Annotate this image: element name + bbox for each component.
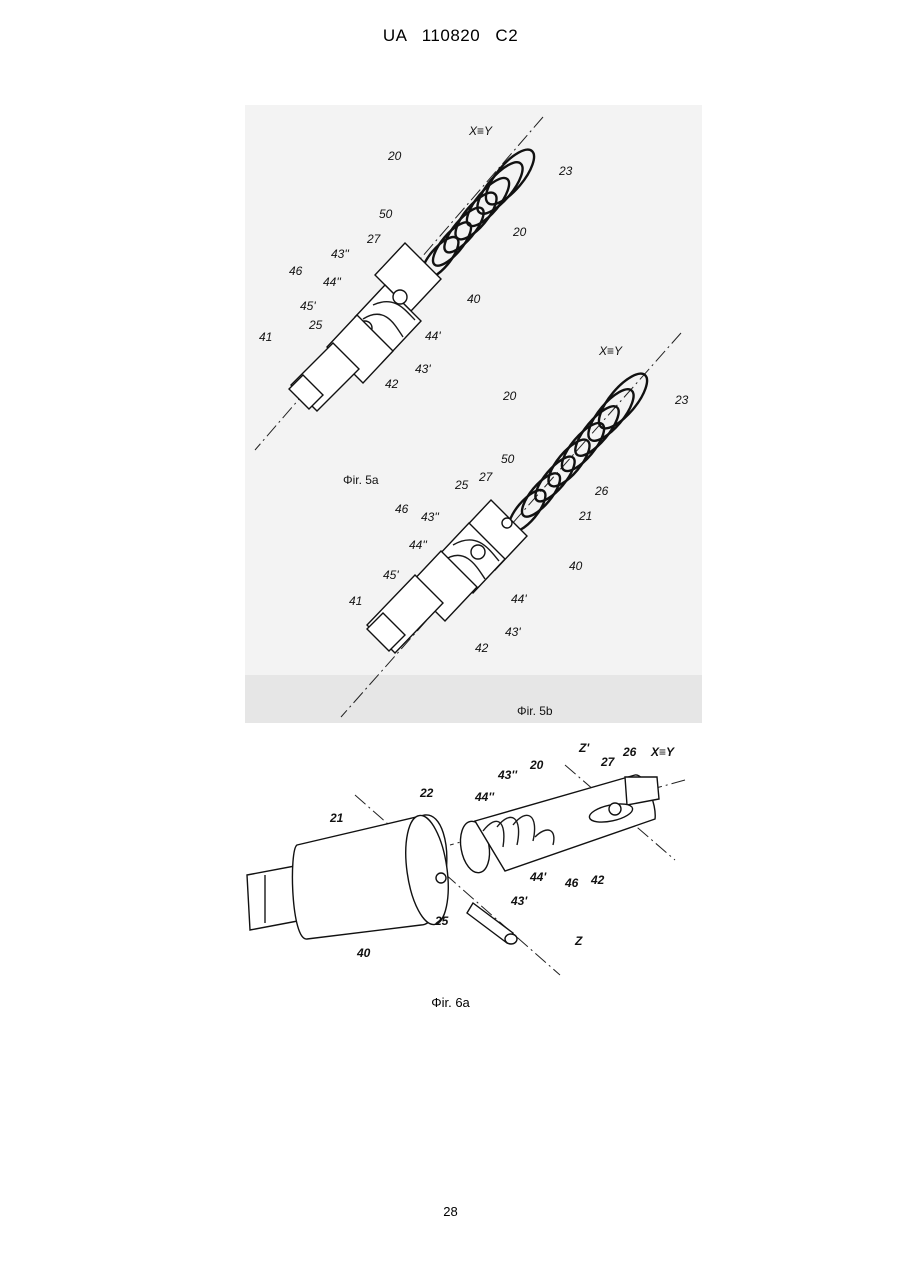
fig5b-label-44p: 44' bbox=[511, 592, 527, 606]
figure-6a-drawing: Z' 26 X≡Y 20 27 43'' 44'' 22 21 46 44' 4… bbox=[245, 735, 702, 985]
fig6a-label-zp: Z' bbox=[578, 741, 590, 755]
fig5a-label-44pp: 44'' bbox=[323, 275, 342, 289]
fig5b-label-46: 46 bbox=[395, 502, 409, 516]
fig5a-label-45p: 45' bbox=[300, 299, 316, 313]
fig6a-label-40: 40 bbox=[356, 946, 371, 960]
fig6a-label-20: 20 bbox=[529, 758, 544, 772]
fig5b-label-43p: 43' bbox=[505, 625, 521, 639]
fig5b-label-42: 42 bbox=[475, 641, 489, 655]
fig6a-label-22: 22 bbox=[419, 786, 434, 800]
fig5b-label-27: 27 bbox=[478, 470, 494, 484]
fig6a-label-27: 27 bbox=[600, 755, 616, 769]
fig5a-label-43p: 43' bbox=[415, 362, 431, 376]
fig5b-label-41: 41 bbox=[349, 594, 362, 608]
fig5a-label-43pp: 43'' bbox=[331, 247, 350, 261]
figure-6a-image: Z' 26 X≡Y 20 27 43'' 44'' 22 21 46 44' 4… bbox=[245, 735, 702, 985]
fig5b-label-45p: 45' bbox=[383, 568, 399, 582]
fig6a-label-xy: X≡Y bbox=[650, 745, 675, 759]
fig5a-caption: Φir. 5a bbox=[343, 473, 379, 487]
patent-header: UA 110820 C2 bbox=[0, 26, 901, 46]
figure-5-image: X≡Y 20 23 50 20 27 43'' 46 44'' 40 45' 2… bbox=[245, 105, 702, 723]
fig6a-label-25: 25 bbox=[434, 914, 449, 928]
fig5b-label-26: 26 bbox=[594, 484, 609, 498]
fig5b-label-21: 21 bbox=[578, 509, 592, 523]
fig6a-label-44p: 44' bbox=[529, 870, 547, 884]
fig5b-label-25: 25 bbox=[454, 478, 469, 492]
fig6a-label-21: 21 bbox=[329, 811, 344, 825]
fig6a-label-43pp: 43'' bbox=[497, 768, 518, 782]
fig5a-label-46: 46 bbox=[289, 264, 303, 278]
fig5a-label-50: 50 bbox=[379, 207, 393, 221]
fig5b-label-23: 23 bbox=[674, 393, 689, 407]
fig5a-label-20a: 20 bbox=[387, 149, 402, 163]
fig5b-label-50: 50 bbox=[501, 452, 515, 466]
page-number: 28 bbox=[0, 1204, 901, 1219]
fig6a-label-43p: 43' bbox=[510, 894, 528, 908]
fig5a-label-27: 27 bbox=[366, 232, 382, 246]
fig5b-label-44pp: 44'' bbox=[409, 538, 428, 552]
fig5a-axis-label: X≡Y bbox=[468, 124, 493, 138]
fig6a-label-44pp: 44'' bbox=[474, 790, 495, 804]
fig5a-label-25: 25 bbox=[308, 318, 323, 332]
fig5b-label-20: 20 bbox=[502, 389, 517, 403]
fig5a-label-44p: 44' bbox=[425, 329, 441, 343]
fig6a-caption: Φir. 6a bbox=[0, 995, 901, 1010]
fig5b-label-40: 40 bbox=[569, 559, 583, 573]
fig5b-caption: Φir. 5b bbox=[517, 704, 553, 718]
fig5a-label-23: 23 bbox=[558, 164, 573, 178]
fig6a-label-26: 26 bbox=[622, 745, 637, 759]
fig5b-label-43pp: 43'' bbox=[421, 510, 440, 524]
fig6a-label-46: 46 bbox=[564, 876, 579, 890]
figure-5-drawing: X≡Y 20 23 50 20 27 43'' 46 44'' 40 45' 2… bbox=[245, 105, 702, 723]
fig5a-label-40: 40 bbox=[467, 292, 481, 306]
fig5a-label-41: 41 bbox=[259, 330, 272, 344]
fig6a-label-z: Z bbox=[574, 934, 583, 948]
fig5a-label-42: 42 bbox=[385, 377, 399, 391]
fig6a-label-42: 42 bbox=[590, 873, 605, 887]
fig5b-axis-label: X≡Y bbox=[598, 344, 623, 358]
fig5a-label-20b: 20 bbox=[512, 225, 527, 239]
